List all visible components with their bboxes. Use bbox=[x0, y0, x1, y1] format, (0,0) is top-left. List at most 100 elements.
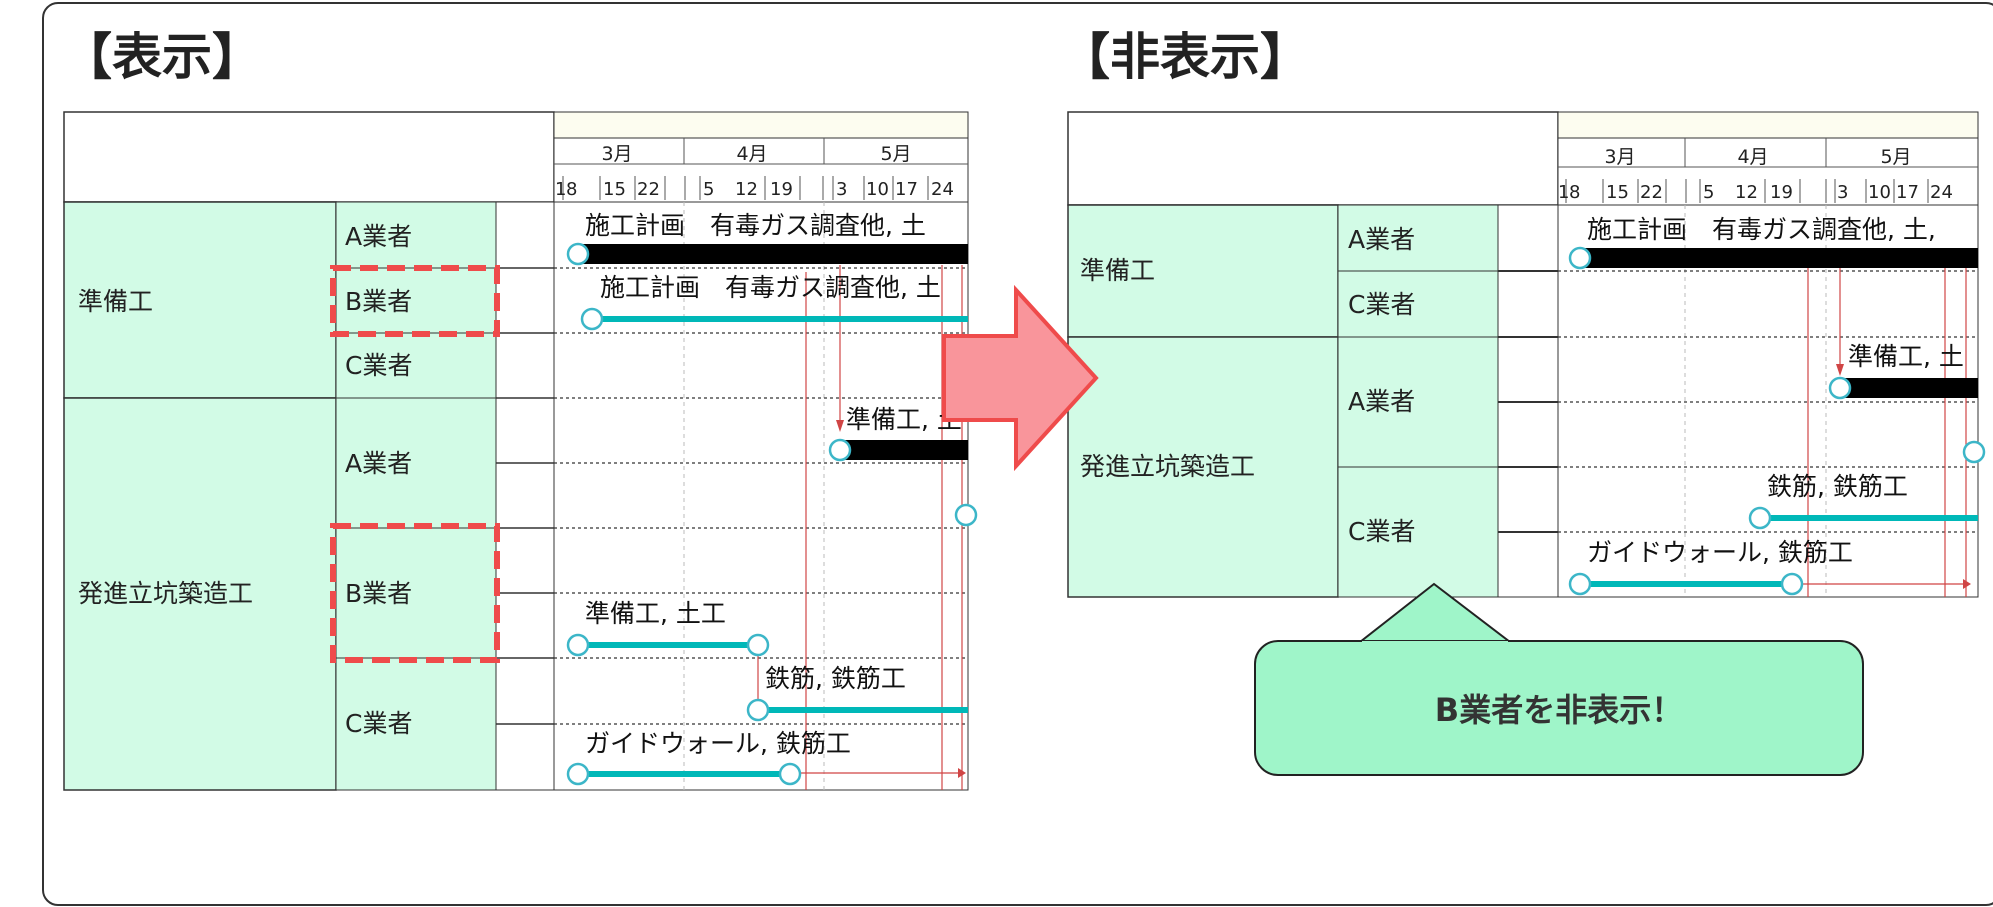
shown-bar-start bbox=[746, 698, 770, 722]
hidden-day: 3 bbox=[1837, 182, 1848, 203]
shown-group-cell bbox=[63, 397, 337, 791]
hidden-month-3: 3月 bbox=[1604, 146, 1635, 168]
hidden-contractor-label: C業者 bbox=[1348, 290, 1415, 319]
shown-group-label: 発進立坑築造工 bbox=[78, 579, 253, 608]
hidden-month-5: 5月 bbox=[1880, 146, 1911, 168]
shown-bar bbox=[578, 244, 968, 264]
shown-bar bbox=[578, 642, 758, 648]
shown-bar-label: 鉄筋, 鉄筋工 bbox=[765, 664, 906, 693]
shown-contractor-label: A業者 bbox=[345, 449, 412, 478]
hidden-bar-end bbox=[1780, 572, 1804, 596]
hidden-day: 24 bbox=[1930, 182, 1953, 203]
hidden-day: 19 bbox=[1770, 182, 1793, 203]
hidden-bar-label: ガイドウォール, 鉄筋工 bbox=[1587, 538, 1853, 567]
shown-contractor-label: C業者 bbox=[345, 351, 412, 380]
hidden-contractor-label: A業者 bbox=[1348, 225, 1415, 254]
shown-contractor-label: B業者 bbox=[345, 287, 412, 316]
shown-bar-start bbox=[566, 762, 590, 786]
shown-day: 8 bbox=[566, 179, 577, 200]
shown-day: 12 bbox=[735, 179, 758, 200]
hidden-bar-label: 鉄筋, 鉄筋工 bbox=[1767, 472, 1908, 501]
hidden-group-cell bbox=[1067, 204, 1339, 338]
hidden-day: 1 bbox=[1558, 182, 1569, 203]
shown-day: 3 bbox=[836, 179, 847, 200]
hidden-bar-label: 施工計画 有毒ガス調査他, 土, bbox=[1587, 215, 1936, 244]
shown-panel: 3月 4月 5月 1 8 15 22 5 12 19 3 10 17 24 bbox=[63, 111, 978, 791]
shown-contractor-label: B業者 bbox=[345, 579, 412, 608]
shown-day: 24 bbox=[931, 179, 954, 200]
shown-day: 5 bbox=[703, 179, 714, 200]
shown-day: 22 bbox=[637, 179, 660, 200]
callout-text: B業者を非表示！ bbox=[1434, 691, 1684, 729]
shown-contractor-cell bbox=[335, 397, 497, 529]
hidden-contractor-label: C業者 bbox=[1348, 517, 1415, 546]
shown-bar-label: ガイドウォール, 鉄筋工 bbox=[585, 729, 851, 758]
shown-contractor-cell bbox=[335, 332, 497, 399]
shown-heading: 【表示】 bbox=[62, 28, 262, 86]
b-row-highlight bbox=[330, 523, 500, 663]
shown-group-label: 準備工 bbox=[78, 287, 153, 316]
shown-bar bbox=[578, 771, 790, 777]
hidden-header-blank bbox=[1067, 111, 1559, 206]
shown-bar-start bbox=[580, 307, 604, 331]
callout-pointer-joint bbox=[1362, 641, 1508, 645]
shown-header-blank bbox=[63, 111, 555, 203]
shown-chart-area bbox=[553, 201, 969, 791]
hidden-day: 10 bbox=[1868, 182, 1891, 203]
shown-contractor-label: C業者 bbox=[345, 709, 412, 738]
hidden-bar-label: 準備工, 土 bbox=[1848, 342, 1964, 371]
shown-day: 10 bbox=[866, 179, 889, 200]
hidden-contractor-cell bbox=[1337, 466, 1499, 598]
shown-bar-end bbox=[746, 633, 770, 657]
shown-bar-start bbox=[566, 633, 590, 657]
hidden-contractor-cell bbox=[1337, 204, 1499, 272]
hidden-contractor-label: A業者 bbox=[1348, 387, 1415, 416]
hidden-panel: 3月 4月 5月 1 8 15 22 5 12 19 3 10 17 24 bbox=[1067, 111, 1986, 598]
hidden-day: 17 bbox=[1896, 182, 1919, 203]
shown-month-3: 3月 bbox=[601, 143, 632, 165]
shown-header-dates bbox=[553, 137, 969, 203]
hidden-group-label: 準備工 bbox=[1080, 256, 1155, 285]
hidden-group-label: 発進立坑築造工 bbox=[1080, 452, 1255, 481]
hidden-bar-start bbox=[1962, 440, 1986, 464]
hidden-bar bbox=[1840, 378, 1978, 398]
hidden-header-top bbox=[1557, 111, 1979, 139]
shown-group-cell bbox=[63, 201, 337, 399]
shown-month-4: 4月 bbox=[736, 143, 767, 165]
hidden-heading: 【非表示】 bbox=[1060, 28, 1310, 86]
hidden-bar bbox=[1580, 581, 1792, 587]
shown-contractor-label: A業者 bbox=[345, 222, 412, 251]
hidden-bar bbox=[1760, 515, 1978, 521]
shown-day: 1 bbox=[555, 179, 566, 200]
hidden-bar-start bbox=[1568, 246, 1592, 270]
shown-bar-label: 施工計画 有毒ガス調査他, 土 bbox=[585, 211, 926, 240]
hidden-bar-start bbox=[1828, 376, 1852, 400]
hidden-day: 8 bbox=[1569, 182, 1580, 203]
b-row-highlight bbox=[330, 265, 500, 337]
hidden-day: 5 bbox=[1703, 182, 1714, 203]
shown-bar bbox=[840, 440, 968, 460]
shown-day: 19 bbox=[770, 179, 793, 200]
shown-contractor-cell bbox=[335, 657, 497, 791]
shown-bar-start bbox=[566, 242, 590, 266]
shown-bar bbox=[592, 316, 968, 322]
callout-box: B業者を非表示！ bbox=[1254, 640, 1864, 776]
hidden-day: 12 bbox=[1735, 182, 1758, 203]
shown-bar-label: 施工計画 有毒ガス調査他, 土 bbox=[600, 273, 941, 302]
hidden-day: 15 bbox=[1606, 182, 1629, 203]
shown-bar-end bbox=[778, 762, 802, 786]
shown-header-top bbox=[553, 111, 969, 139]
shown-bar-start bbox=[828, 438, 852, 462]
hidden-day: 22 bbox=[1640, 182, 1663, 203]
hidden-month-4: 4月 bbox=[1737, 146, 1768, 168]
shown-day: 15 bbox=[603, 179, 626, 200]
hidden-bar bbox=[1580, 248, 1978, 268]
shown-bar-start bbox=[954, 503, 978, 527]
right-arrow-icon bbox=[942, 284, 1099, 472]
shown-contractor-cell bbox=[335, 201, 497, 269]
hidden-header-dates bbox=[1557, 137, 1979, 206]
hidden-bar-start bbox=[1748, 506, 1772, 530]
hidden-bar-start bbox=[1568, 572, 1592, 596]
shown-bar bbox=[758, 707, 968, 713]
shown-day: 17 bbox=[895, 179, 918, 200]
